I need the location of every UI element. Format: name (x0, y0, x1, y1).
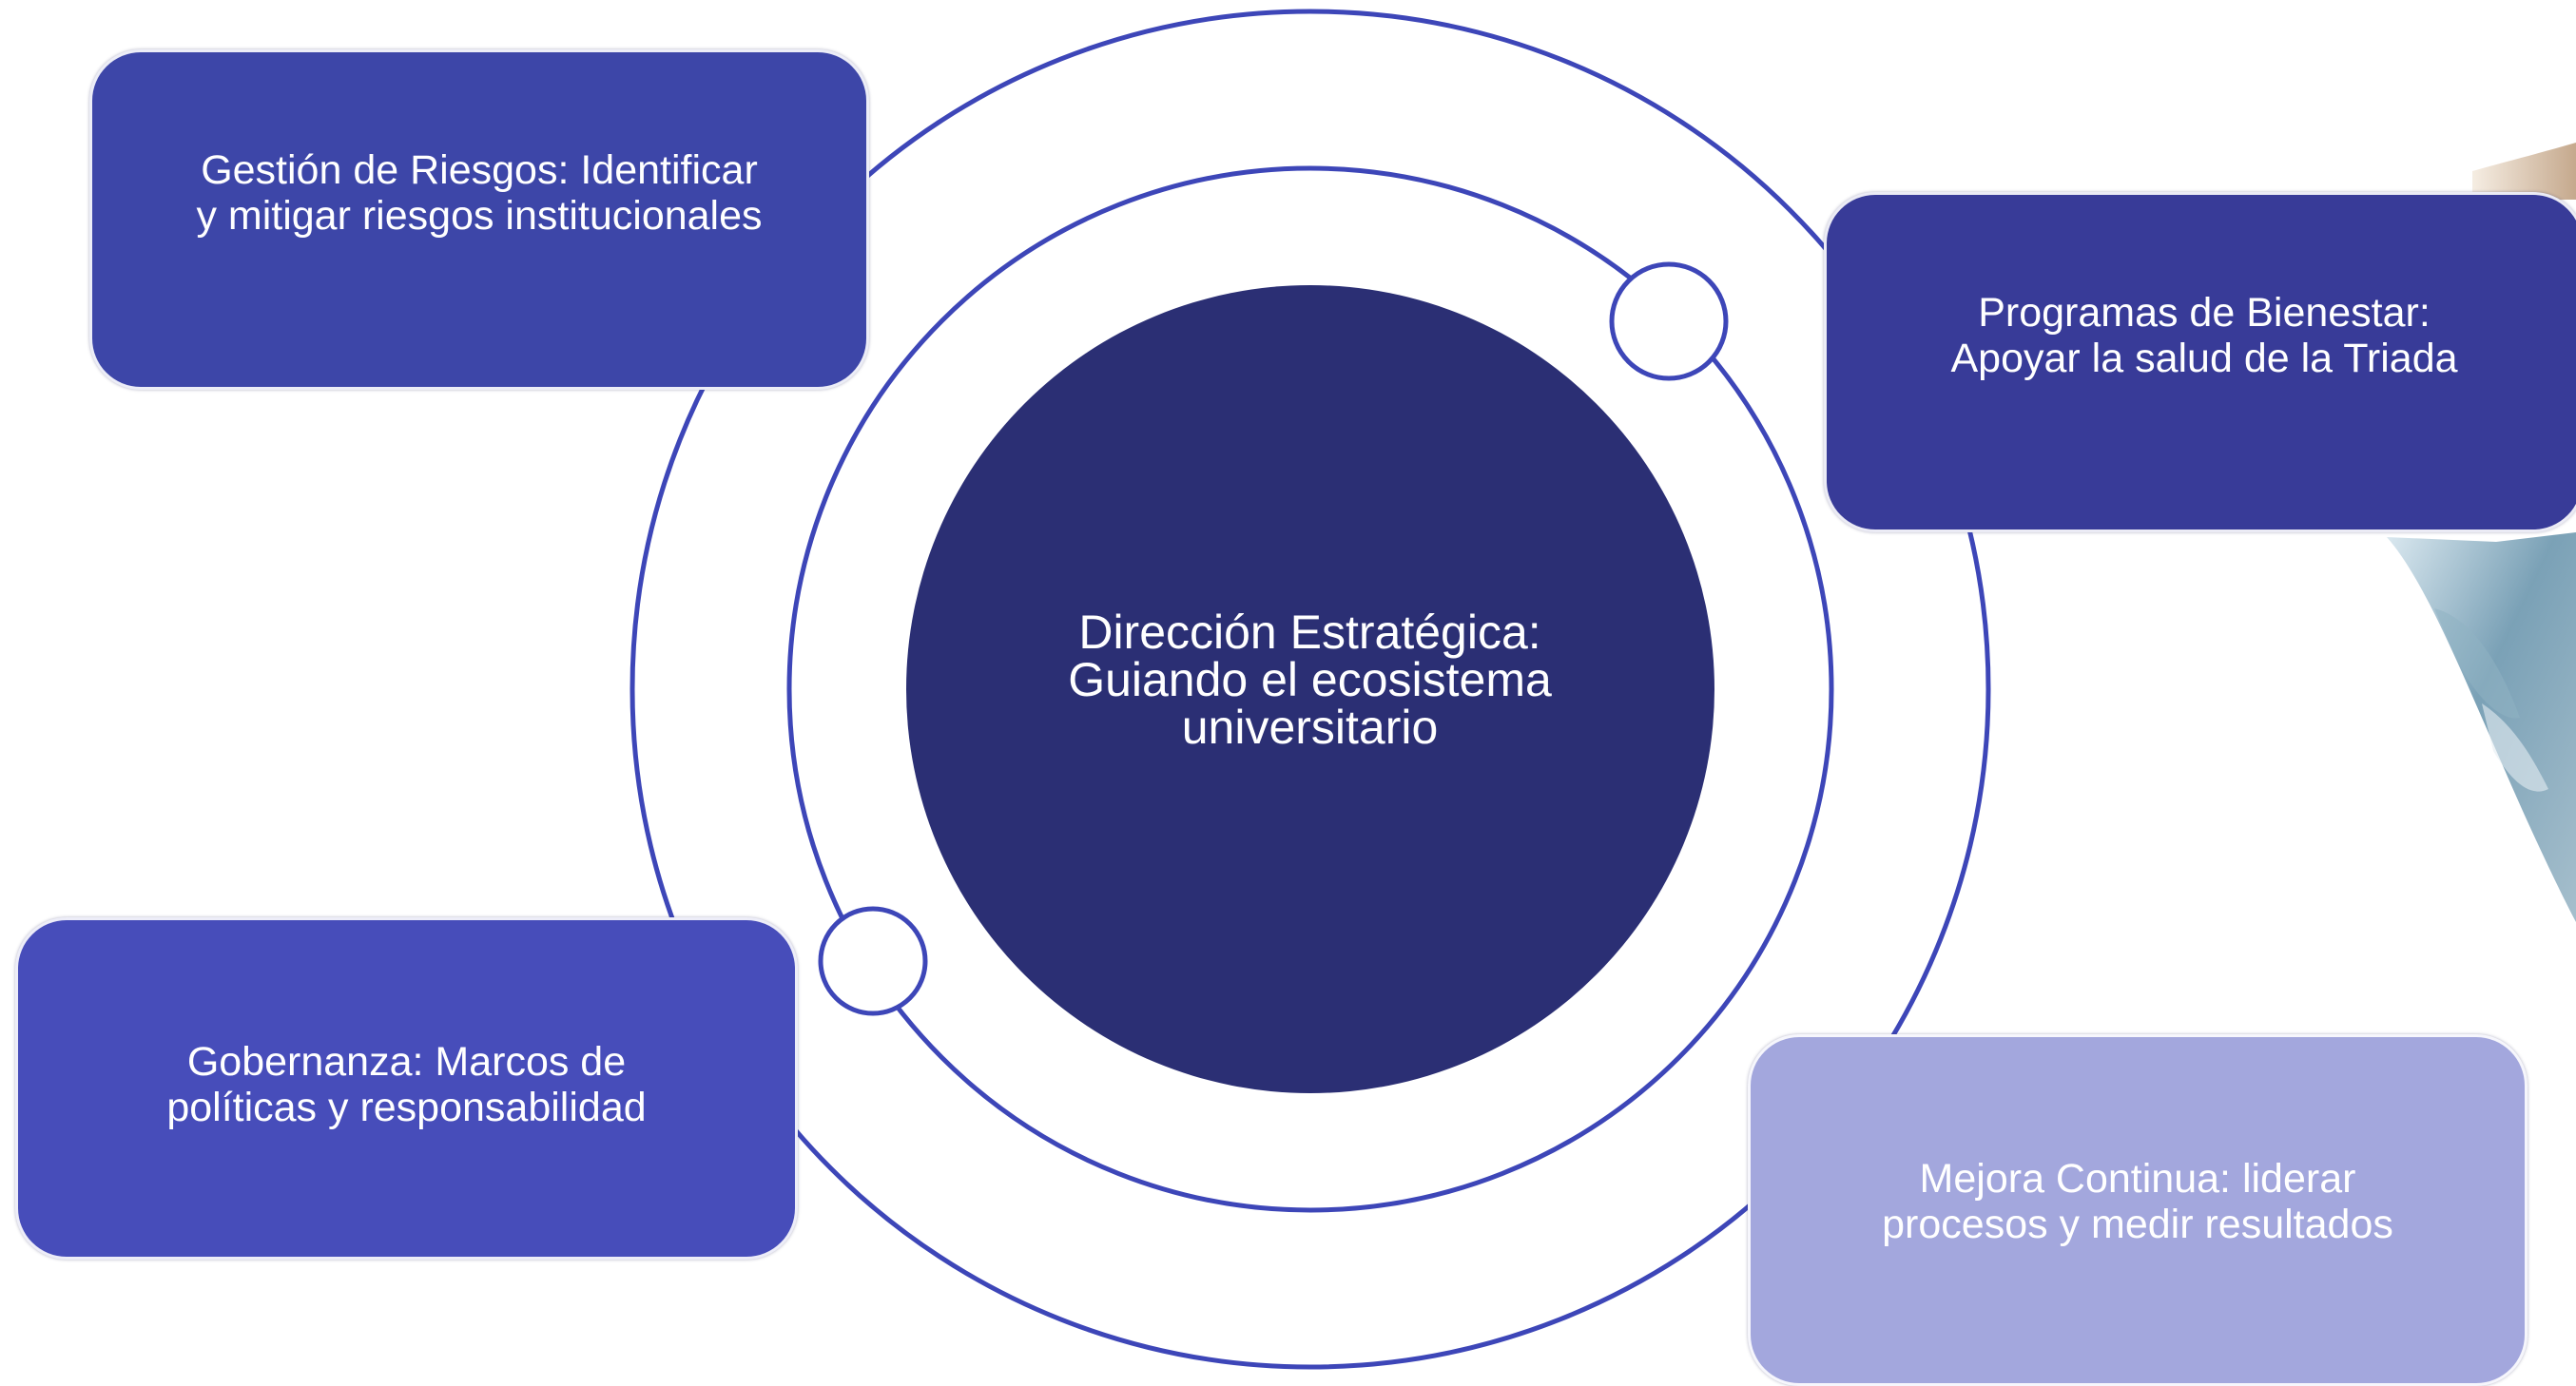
center-circle (906, 285, 1714, 1093)
governance-box: Gobernanza: Marcos de políticas y respon… (15, 917, 798, 1260)
inner-orbit-ring (786, 165, 1834, 1213)
risk-management-box: Gestión de Riesgos: Identificar y mitiga… (89, 49, 869, 390)
center-label: Dirección Estratégica: Guiando el ecosis… (1068, 606, 1552, 754)
orbit-node-top-right (1609, 261, 1729, 381)
orbit-node-bottom-left (818, 906, 928, 1016)
outer-orbit-ring (629, 9, 1991, 1370)
continuous-improvement-box: Mejora Continua: liderar procesos y medi… (1748, 1034, 2528, 1386)
wellbeing-programs-box: Programas de Bienestar: Apoyar la salud … (1824, 192, 2576, 532)
